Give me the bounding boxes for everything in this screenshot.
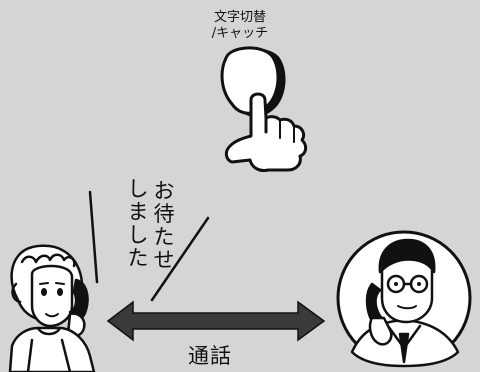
key-label-line2: /キャッチ	[211, 26, 269, 41]
key-label: 文字切替 /キャッチ	[0, 10, 480, 42]
key-label-line1: 文字切替	[213, 10, 266, 25]
speech-char: せ	[153, 248, 175, 272]
speech-char: た	[127, 246, 149, 270]
speech-column-2: し ま し た	[126, 178, 150, 270]
speech-char: し	[127, 177, 149, 201]
operator-woman-icon	[8, 244, 96, 372]
pointing-finger-icon	[220, 46, 308, 172]
speech-char: た	[153, 225, 175, 249]
speech-char: し	[127, 223, 149, 247]
double-arrow-icon	[106, 300, 326, 342]
call-label: 通話	[188, 344, 232, 368]
speech-lines	[88, 190, 210, 302]
speech-char: 待	[153, 202, 175, 226]
speech-column-1: お 待 た せ	[152, 180, 176, 272]
speech-char: ま	[127, 200, 149, 224]
speech-char: お	[153, 179, 175, 203]
businessman-caller-icon	[336, 230, 472, 368]
